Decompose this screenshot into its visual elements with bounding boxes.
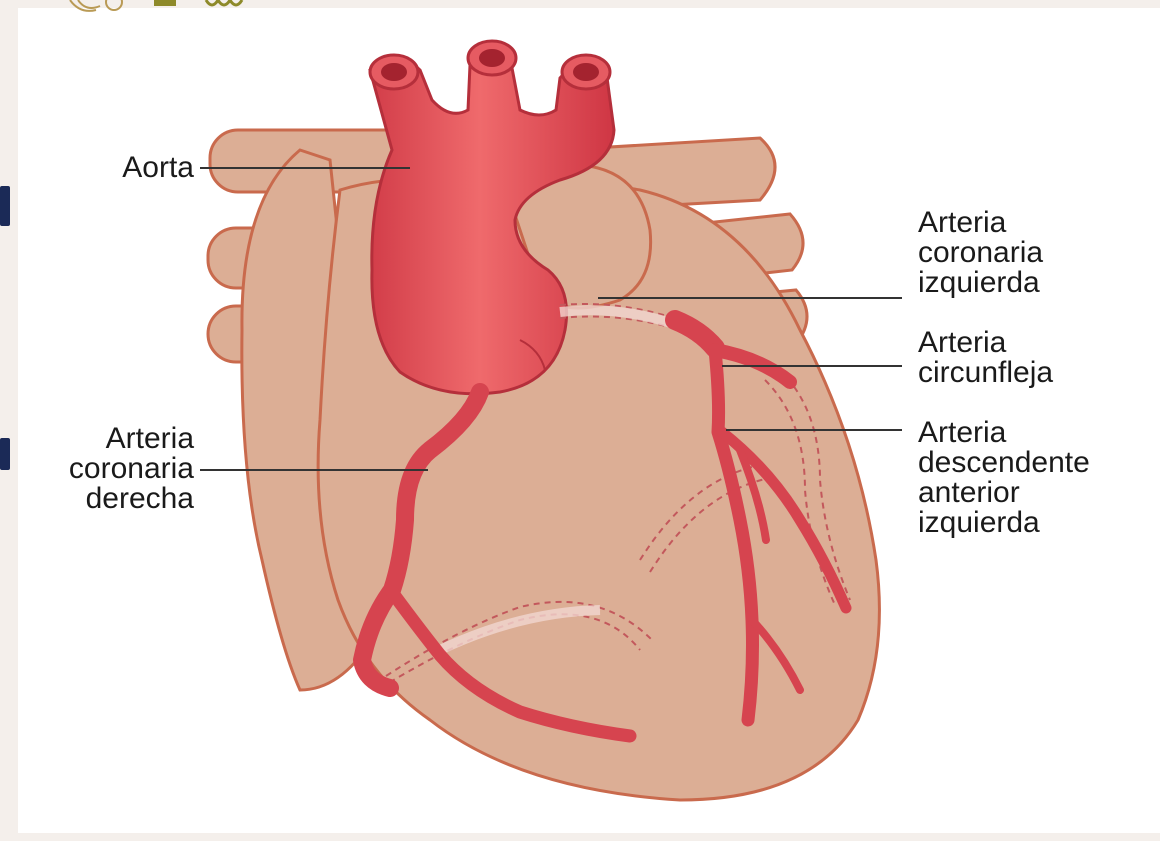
- label-line: izquierda: [918, 508, 1090, 538]
- label-line: derecha: [30, 484, 194, 514]
- label-lad: Arteria descendente anterior izquierda: [918, 418, 1090, 538]
- label-line: Arteria: [918, 208, 1043, 238]
- label-line: Arteria: [30, 424, 194, 454]
- label-line: izquierda: [918, 268, 1043, 298]
- label-aorta: Aorta: [66, 153, 194, 183]
- label-line: Arteria: [918, 328, 1053, 358]
- label-line: circunfleja: [918, 358, 1053, 388]
- label-line: coronaria: [30, 454, 194, 484]
- label-line: descendente: [918, 448, 1090, 478]
- label-left-coronary: Arteria coronaria izquierda: [918, 208, 1043, 298]
- label-right-coronary: Arteria coronaria derecha: [30, 424, 194, 514]
- label-line: anterior: [918, 478, 1090, 508]
- label-aorta-line: Aorta: [66, 153, 194, 183]
- label-circumflex: Arteria circunfleja: [918, 328, 1053, 388]
- label-line: Arteria: [918, 418, 1090, 448]
- label-line: coronaria: [918, 238, 1043, 268]
